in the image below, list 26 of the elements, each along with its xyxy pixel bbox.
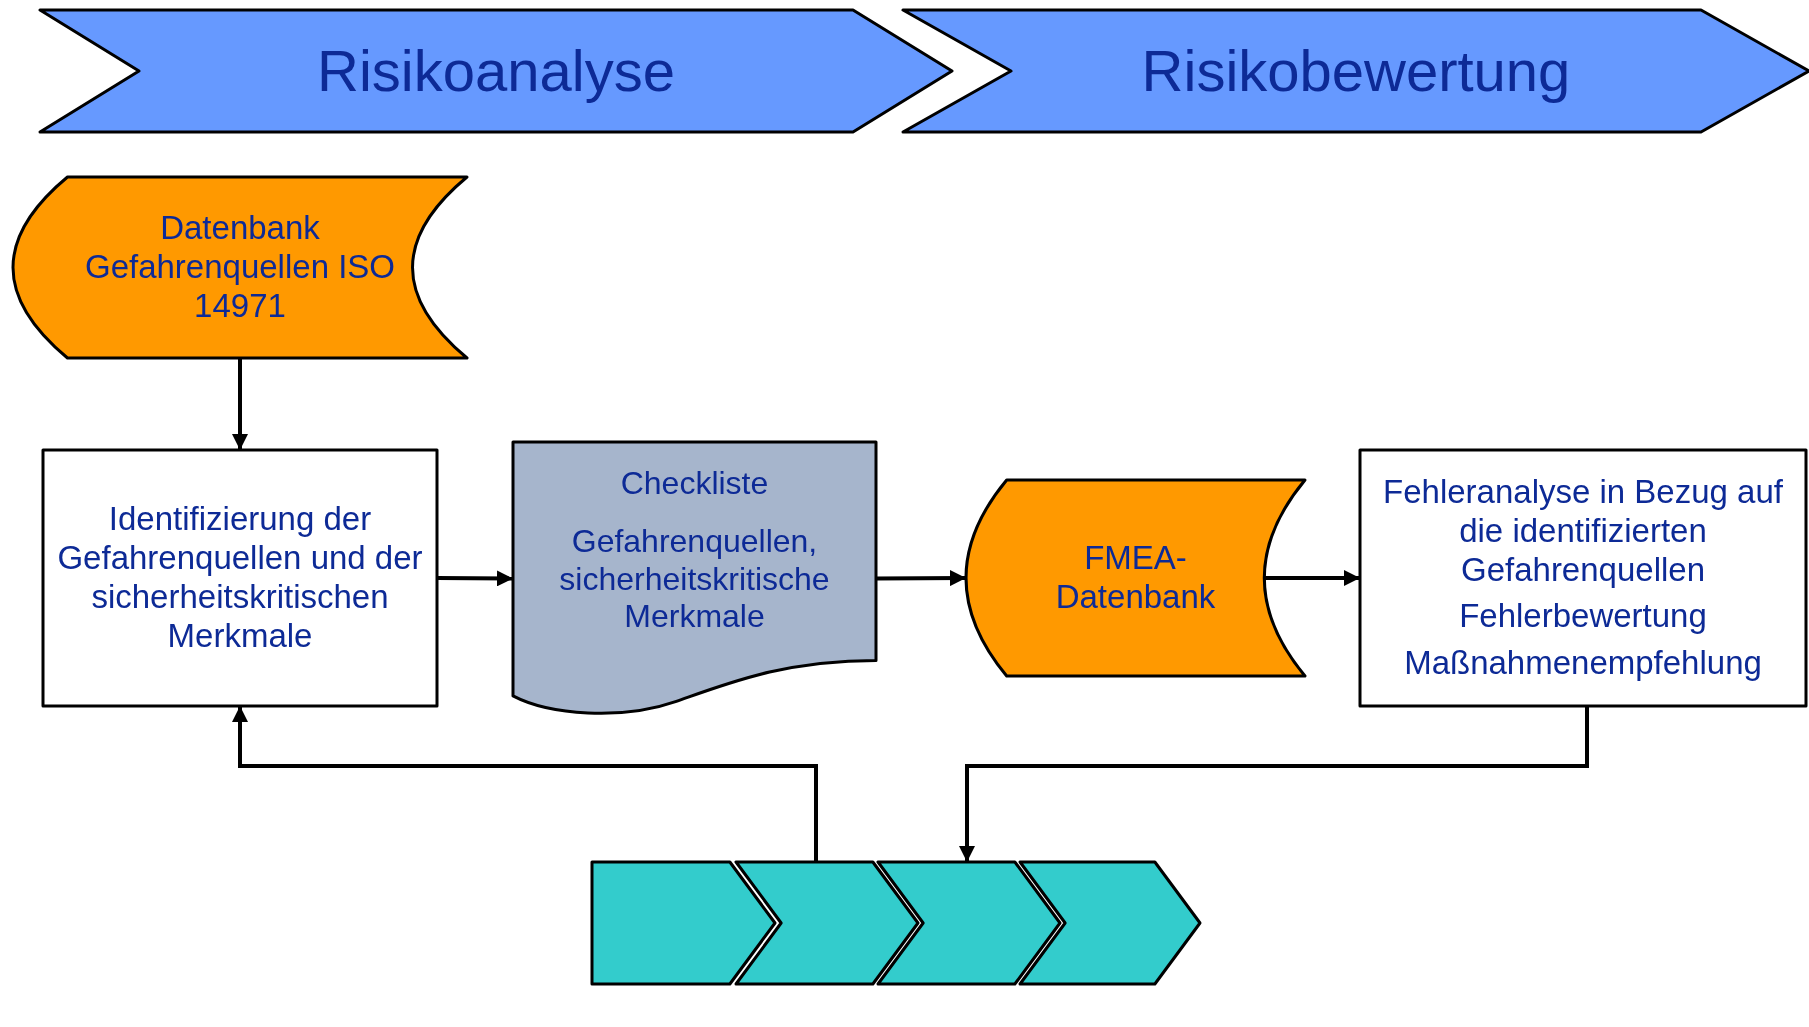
chevron-shape <box>878 862 1060 984</box>
phase-title: Risikobewertung <box>1141 36 1571 105</box>
arrow <box>876 570 966 587</box>
node-text: Datenbank Gefahrenquellen ISO 14971 <box>83 209 396 326</box>
node-text: Fehlerbewertung <box>1459 597 1707 637</box>
phase-banner <box>903 10 1809 132</box>
process-box <box>1360 450 1806 706</box>
node-text: Fehleranalyse in Bezug auf die identifizierten Gefahrenquellen <box>1382 472 1784 590</box>
database-shape <box>13 177 467 358</box>
phase-title: Risikoanalyse <box>317 36 675 105</box>
arrow <box>959 706 1589 862</box>
node-text: Gefahrenquellen, sicherheitskritische Merkmale <box>558 522 831 636</box>
chevron-shape <box>736 862 918 984</box>
arrow <box>1264 570 1360 586</box>
arrow <box>232 358 248 450</box>
process-box <box>43 450 437 706</box>
phase-banner <box>40 10 952 132</box>
document-shape <box>513 442 876 715</box>
node-text: Identifizierung der Gefahrenquellen und der sicherheitskritischen Merkmale <box>56 500 424 656</box>
chevron-shape <box>1020 862 1200 984</box>
arrow <box>232 706 818 862</box>
database-shape <box>966 480 1305 676</box>
node-text: Checkliste <box>620 465 769 503</box>
node-text: Maßnahmenempfehlung <box>1404 644 1762 684</box>
node-text: FMEA-Datenbank <box>1054 539 1217 617</box>
arrow <box>437 570 513 587</box>
